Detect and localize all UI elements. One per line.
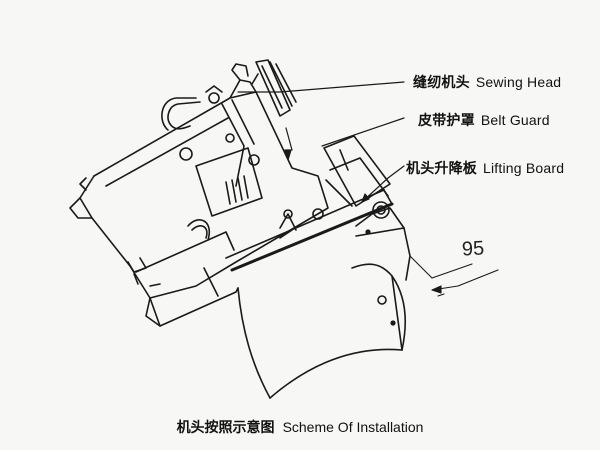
callout-belt-guard: 皮带护罩 Belt Guard [418,110,550,130]
sewing-head-label-zh: 缝纫机头 [413,75,470,91]
callout-lifting-board: 机头升降板 Lifting Board [406,158,564,178]
stand-board [238,264,405,398]
sewing-head [70,60,328,326]
belt-guard-label-zh: 皮带护罩 [418,113,475,129]
lifting-board-label-zh: 机头升降板 [406,161,477,177]
dimension-label: 95 [461,237,485,261]
sewing-head-label-en: Sewing Head [475,74,562,90]
figure-caption: 机头按照示意图 Scheme Of Installation [0,417,600,437]
belt-guard [324,136,390,206]
lifting-board-label-en: Lifting Board [483,160,565,176]
dimension-lines [410,256,498,296]
leader-lines [238,82,404,202]
caption-en: Scheme Of Installation [282,419,424,435]
lifting-board [226,190,410,325]
belt-guard-label-en: Belt Guard [480,112,550,128]
callout-sewing-head: 缝纫机头 Sewing Head [413,72,561,92]
caption-zh: 机头按照示意图 [176,420,275,436]
